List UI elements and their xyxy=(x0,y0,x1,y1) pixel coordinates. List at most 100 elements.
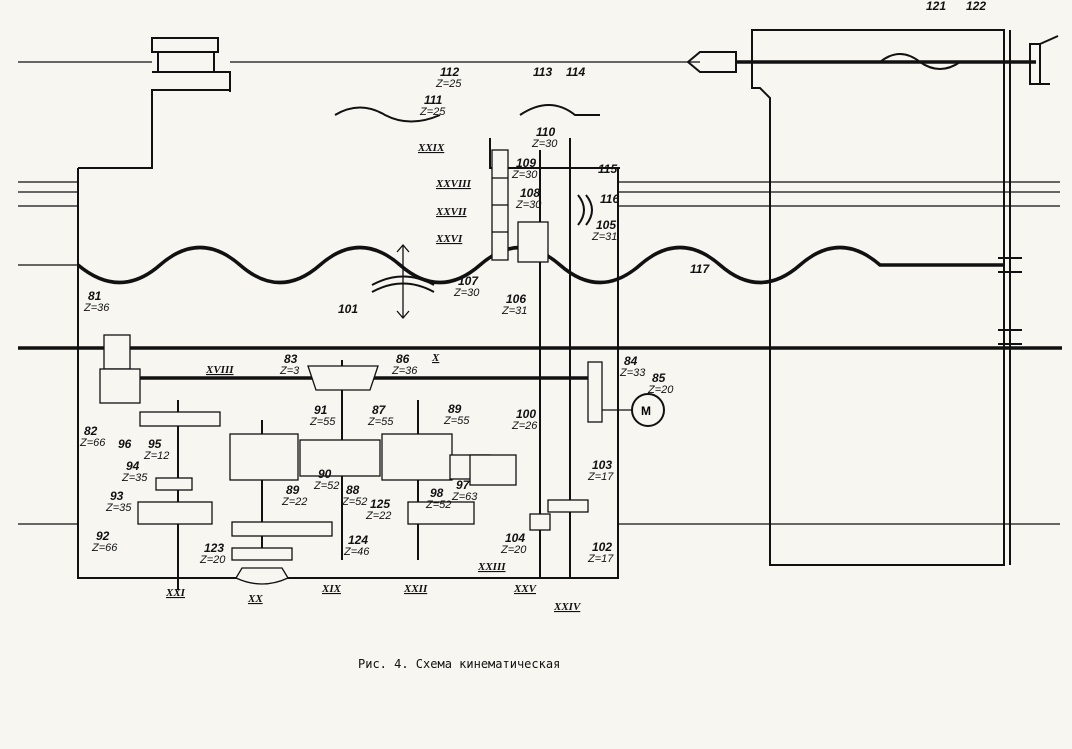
tooth-count-83: Z=3 xyxy=(279,365,300,377)
part-number-97: 97 xyxy=(456,478,471,492)
shaft-label-XXII: XXII xyxy=(403,583,428,595)
shaft-label-XXIII: XXIII xyxy=(477,561,506,573)
gear-81-82 xyxy=(99,334,141,404)
shaft-label-X: X xyxy=(431,352,440,364)
shaft-label-XXVI: XXVI xyxy=(435,233,463,245)
shaft-label-XXVIII: XXVIII xyxy=(435,178,472,190)
lead-screw xyxy=(686,35,1059,85)
tooth-count-107: Z=30 xyxy=(453,287,480,299)
part-number-89: 89 xyxy=(448,402,462,416)
couplings-right xyxy=(998,257,1022,345)
part-number-124: 124 xyxy=(348,533,368,547)
tooth-count-85: Z=20 xyxy=(647,384,674,396)
gear-123-124 xyxy=(231,547,293,585)
part-number-93: 93 xyxy=(110,489,124,503)
part-number-112: 112 xyxy=(440,65,459,79)
part-number-88: 88 xyxy=(346,483,360,497)
part-number-85: 85 xyxy=(652,371,666,385)
tooth-count-102: Z=17 xyxy=(587,553,614,565)
tooth-count-124: Z=46 xyxy=(343,546,370,558)
tooth-count-89b: Z=22 xyxy=(281,496,307,508)
part-number-82: 82 xyxy=(84,424,98,438)
shaft-label-XXIV: XXIV xyxy=(553,601,582,613)
tooth-count-81: Z=36 xyxy=(83,302,110,314)
tooth-count-106: Z=31 xyxy=(501,305,527,317)
part-number-108: 108 xyxy=(520,186,540,200)
gear-100 xyxy=(469,454,517,486)
part-number-91: 91 xyxy=(314,403,328,417)
rack-117 xyxy=(76,245,1004,285)
tooth-count-112: Z=25 xyxy=(435,78,462,90)
part-number-107: 107 xyxy=(458,274,479,288)
part-number-103: 103 xyxy=(592,458,612,472)
shaft-label-XXV: XXV xyxy=(513,583,538,595)
part-number-116: 116 xyxy=(600,192,619,206)
gear-102-104 xyxy=(529,499,589,531)
part-number-92: 92 xyxy=(96,529,110,543)
tooth-count-95: Z=12 xyxy=(143,450,169,462)
part-number-101: 101 xyxy=(338,302,358,316)
shaft-label-XXIX: XXIX xyxy=(417,142,445,154)
lever-arrow-icon xyxy=(371,244,435,319)
tooth-count-94: Z=35 xyxy=(121,472,148,484)
tooth-count-108: Z=30 xyxy=(515,199,542,211)
shaft-label-XXVII: XXVII xyxy=(435,206,467,218)
gear-89-125 xyxy=(231,501,475,537)
part-number-86: 86 xyxy=(396,352,410,366)
tooth-count-92: Z=66 xyxy=(91,542,118,554)
part-number-125: 125 xyxy=(370,497,390,511)
tooth-count-98: Z=52 xyxy=(425,499,451,511)
worm-line xyxy=(334,104,600,123)
part-number-90: 90 xyxy=(318,467,332,481)
part-number-113: 113 xyxy=(533,65,552,79)
part-number-87: 87 xyxy=(372,403,387,417)
motor-label: M xyxy=(641,404,651,418)
part-number-115: 115 xyxy=(598,162,617,176)
tooth-count-110: Z=30 xyxy=(531,138,558,150)
tooth-count-93: Z=35 xyxy=(105,502,132,514)
part-number-114: 114 xyxy=(566,65,585,79)
part-number-121: 121 xyxy=(926,0,946,13)
part-number-106: 106 xyxy=(506,292,526,306)
part-number-123: 123 xyxy=(204,541,224,555)
part-number-81: 81 xyxy=(88,289,102,303)
tooth-count-125: Z=22 xyxy=(365,510,391,522)
tooth-count-97: Z=63 xyxy=(451,491,478,503)
figure-caption: Рис. 4. Схема кинематическая xyxy=(358,657,560,671)
shaft-label-XVIII: XVIII xyxy=(205,364,234,376)
part-number-105: 105 xyxy=(596,218,616,232)
tooth-count-89: Z=55 xyxy=(443,415,470,427)
tooth-count-90: Z=52 xyxy=(313,480,339,492)
part-number-110: 110 xyxy=(536,125,555,139)
part-number-104: 104 xyxy=(505,531,525,545)
part-number-100: 100 xyxy=(516,407,536,421)
tooth-count-105: Z=31 xyxy=(591,231,617,243)
part-number-95: 95 xyxy=(148,437,162,451)
part-number-102: 102 xyxy=(592,540,612,554)
bed-guideways xyxy=(18,61,1060,525)
tooth-count-87: Z=55 xyxy=(367,416,394,428)
tooth-count-111: Z=25 xyxy=(419,106,446,118)
tooth-count-82: Z=66 xyxy=(79,437,106,449)
motor-icon: M xyxy=(602,393,665,427)
part-number-89b: 89 xyxy=(286,483,300,497)
clutch-115-116 xyxy=(577,194,593,226)
part-number-83: 83 xyxy=(284,352,298,366)
part-number-117: 117 xyxy=(690,262,710,276)
tooth-count-84: Z=33 xyxy=(619,367,646,379)
tooth-count-100: Z=26 xyxy=(511,420,538,432)
tooth-count-104: Z=20 xyxy=(500,544,527,556)
part-number-109: 109 xyxy=(516,156,536,170)
part-number-122: 122 xyxy=(966,0,986,13)
tooth-count-86: Z=36 xyxy=(391,365,418,377)
shaft-label-XXI: XXI xyxy=(165,587,186,599)
part-number-94: 94 xyxy=(126,459,140,473)
tooth-count-103: Z=17 xyxy=(587,471,614,483)
shaft-label-XIX: XIX xyxy=(321,583,342,595)
part-number-111: 111 xyxy=(424,93,443,107)
gear-83-86 xyxy=(307,365,379,391)
tooth-count-123: Z=20 xyxy=(199,554,226,566)
gear-84-85 xyxy=(587,361,603,423)
